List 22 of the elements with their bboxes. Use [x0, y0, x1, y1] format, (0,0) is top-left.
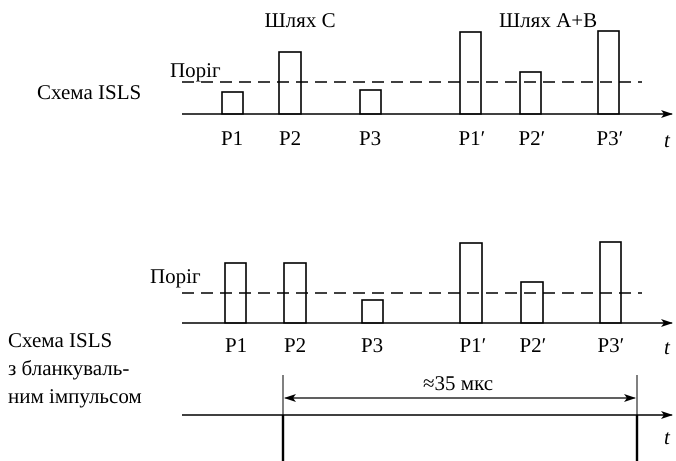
axis-label: t — [664, 335, 670, 359]
path-label: Шлях C — [264, 8, 336, 32]
pulse-label: P2 — [279, 126, 302, 150]
pulse-label: P3′ — [598, 333, 624, 357]
pulse-label: P3 — [361, 333, 384, 357]
pulse-label: P2 — [284, 333, 306, 357]
pulse-label: P1′ — [460, 333, 486, 357]
axis-label: t — [664, 128, 670, 152]
pulse-label: P1′ — [458, 126, 486, 150]
pulse-label: P2′ — [518, 126, 546, 150]
scheme-label: Схема ISLS — [37, 80, 142, 104]
path-label: Шлях A+B — [499, 8, 598, 32]
scheme-label: Схема ISLS з бланкуваль- ним імпульсом — [8, 327, 142, 410]
pulse-label: P2′ — [520, 333, 546, 357]
threshold-label: Поріг — [170, 58, 221, 82]
threshold-label: Поріг — [150, 264, 201, 288]
axis-label: t — [664, 425, 670, 449]
duration-label: ≈35 мкс — [423, 371, 494, 395]
pulse-label: P1 — [225, 333, 248, 357]
pulse-label: P3′ — [596, 126, 624, 150]
pulse-label: P3 — [359, 126, 382, 150]
pulse-label: P1 — [221, 126, 244, 150]
